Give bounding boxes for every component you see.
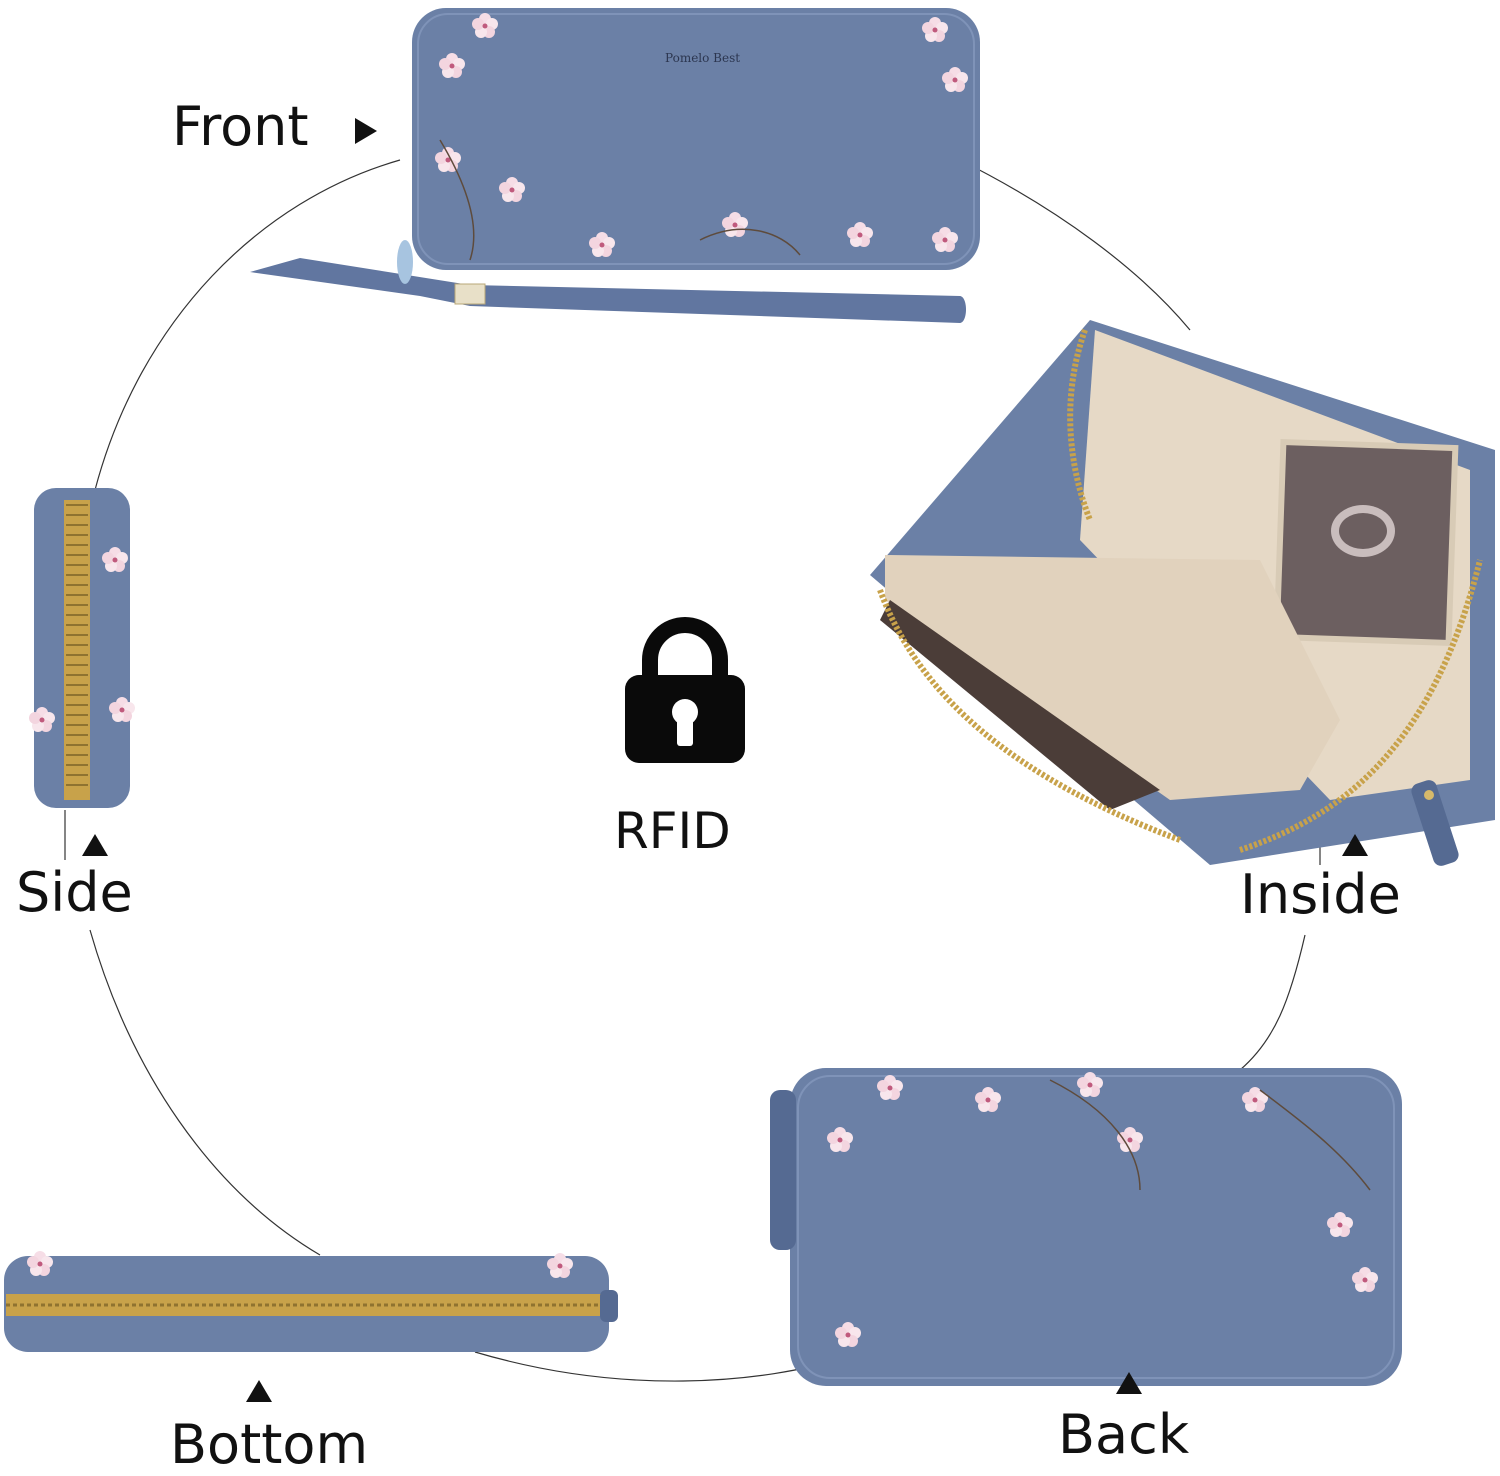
lock-icon: [625, 617, 745, 763]
bottom-wallet: [4, 1251, 618, 1352]
rfid-label: RFID: [614, 802, 731, 860]
back-wallet: [770, 1068, 1402, 1386]
front-label: Front: [172, 95, 309, 158]
front-wallet: Pomelo Best: [250, 8, 980, 323]
bottom-label: Bottom: [170, 1413, 369, 1476]
inside-wallet: [870, 320, 1495, 866]
arrow-right-icon: [355, 118, 377, 144]
side-label: Side: [16, 861, 133, 924]
arrow-up-icon: [82, 834, 108, 856]
arrow-up-icon: [1116, 1372, 1142, 1394]
back-label: Back: [1058, 1403, 1190, 1466]
inside-label: Inside: [1240, 863, 1401, 926]
brand-text: Pomelo Best: [665, 51, 740, 65]
arrow-up-icon: [246, 1380, 272, 1402]
arrow-up-icon: [1342, 834, 1368, 856]
side-wallet: [29, 488, 135, 808]
